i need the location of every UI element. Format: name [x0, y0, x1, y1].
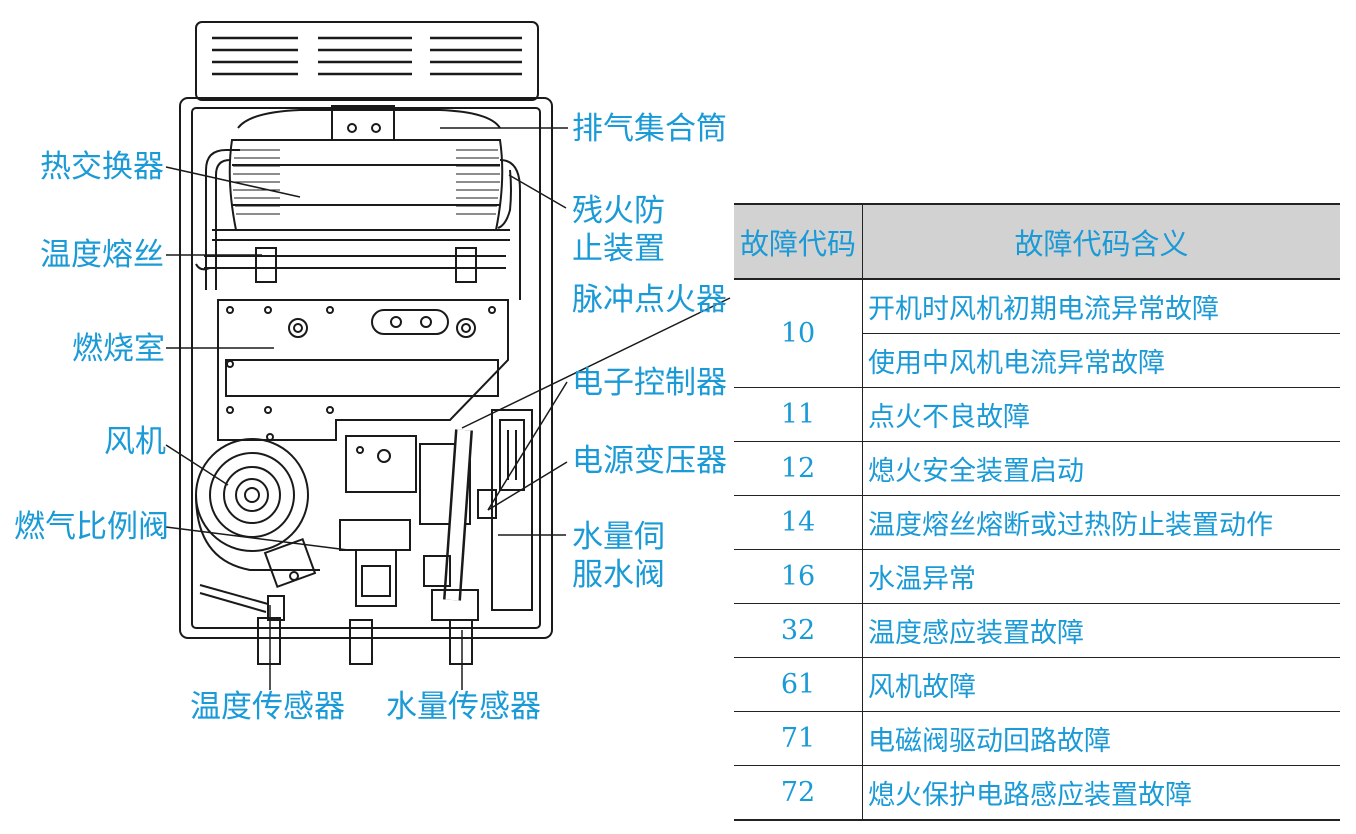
table-row: 32 温度感应装置故障: [734, 603, 1340, 658]
table-row: 72 熄火保护电路感应装置故障: [734, 765, 1340, 821]
label-exhaust: 排气集合筒: [572, 111, 727, 147]
fault-code: 32: [734, 603, 863, 658]
fault-code: 72: [734, 765, 863, 821]
label-controller: 电子控制器: [572, 365, 727, 401]
gas-valve-assembly: [339, 435, 471, 607]
label-combustion-chamber: 燃烧室: [72, 331, 165, 367]
fault-code: 61: [734, 657, 863, 712]
fault-meaning: 熄火保护电路感应装置故障: [862, 765, 1340, 821]
exhaust-collector: [237, 105, 501, 141]
temperature-fuse: [195, 247, 477, 283]
label-pulse-igniter: 脉冲点火器: [572, 282, 727, 318]
table-header-row: 故障代码 故障代码含义: [734, 203, 1340, 280]
fan: [195, 438, 320, 589]
header-fault-meaning: 故障代码含义: [862, 203, 1340, 280]
table-row: 10 开机时风机初期电流异常故障: [734, 279, 1340, 388]
fault-code: 10: [734, 279, 863, 388]
heat-exchanger: [228, 139, 504, 231]
label-water-servo-line1: 水量伺: [572, 519, 665, 555]
top-vent: [195, 21, 539, 101]
table-row: 16 水温异常: [734, 549, 1340, 604]
fault-code-table: 故障代码 故障代码含义 10 开机时风机初期电流异常故障 使用中风机电流异常故障…: [734, 203, 1340, 821]
label-water-servo: 水量伺 服水阀: [572, 518, 665, 594]
water-heater-diagram: 排气集合筒 热交换器 残火防 止装置 温度熔丝 脉冲点火器 燃烧室 电子控制器 …: [14, 21, 731, 725]
fault-code: 14: [734, 495, 863, 550]
fault-code: 71: [734, 711, 863, 766]
label-transformer: 电源变压器: [572, 443, 727, 479]
bottom-fittings: [199, 584, 473, 665]
label-residual-fire-line1: 残火防: [572, 193, 665, 229]
fault-meaning: 温度感应装置故障: [862, 603, 1340, 658]
fault-code: 12: [734, 441, 863, 496]
fault-meaning: 熄火安全装置启动: [862, 441, 1340, 496]
label-temp-fuse: 温度熔丝: [40, 237, 164, 273]
table-row: 14 温度熔丝熔断或过热防止装置动作: [734, 495, 1340, 550]
fault-meaning: 水温异常: [862, 549, 1340, 604]
fault-meaning: 温度熔丝熔断或过热防止装置动作: [862, 495, 1340, 550]
label-heat-exchanger: 热交换器: [40, 149, 164, 185]
table-row: 12 熄火安全装置启动: [734, 441, 1340, 496]
inner-frame: [191, 107, 541, 629]
label-residual-fire-line2: 止装置: [572, 231, 665, 267]
fault-meaning: 使用中风机电流异常故障: [862, 333, 1340, 388]
label-water-servo-line2: 服水阀: [572, 557, 665, 593]
fault-meaning: 开机时风机初期电流异常故障: [862, 279, 1340, 334]
header-fault-code: 故障代码: [734, 203, 863, 280]
water-heater-drawing: [165, 21, 731, 690]
label-residual-fire: 残火防 止装置: [572, 192, 665, 268]
combustion-chamber: [217, 299, 509, 441]
table-row: 71 电磁阀驱动回路故障: [734, 711, 1340, 766]
label-fan: 风机: [104, 424, 166, 460]
label-gas-valve: 燃气比例阀: [14, 509, 169, 545]
fault-meaning: 风机故障: [862, 657, 1340, 712]
table-row: 11 点火不良故障: [734, 387, 1340, 442]
table-row: 使用中风机电流异常故障: [734, 333, 1340, 388]
fault-code: 16: [734, 549, 863, 604]
electronic-controller: [477, 409, 533, 611]
label-water-sensor: 水量传感器: [386, 689, 541, 725]
fault-code: 11: [734, 387, 863, 442]
pipes: [204, 149, 521, 300]
fault-meaning: 电磁阀驱动回路故障: [862, 711, 1340, 766]
table-row: 61 风机故障: [734, 657, 1340, 712]
label-temp-sensor: 温度传感器: [190, 689, 345, 725]
fault-meaning: 点火不良故障: [862, 387, 1340, 442]
leader-lines: [165, 127, 731, 690]
casing: [179, 97, 553, 639]
